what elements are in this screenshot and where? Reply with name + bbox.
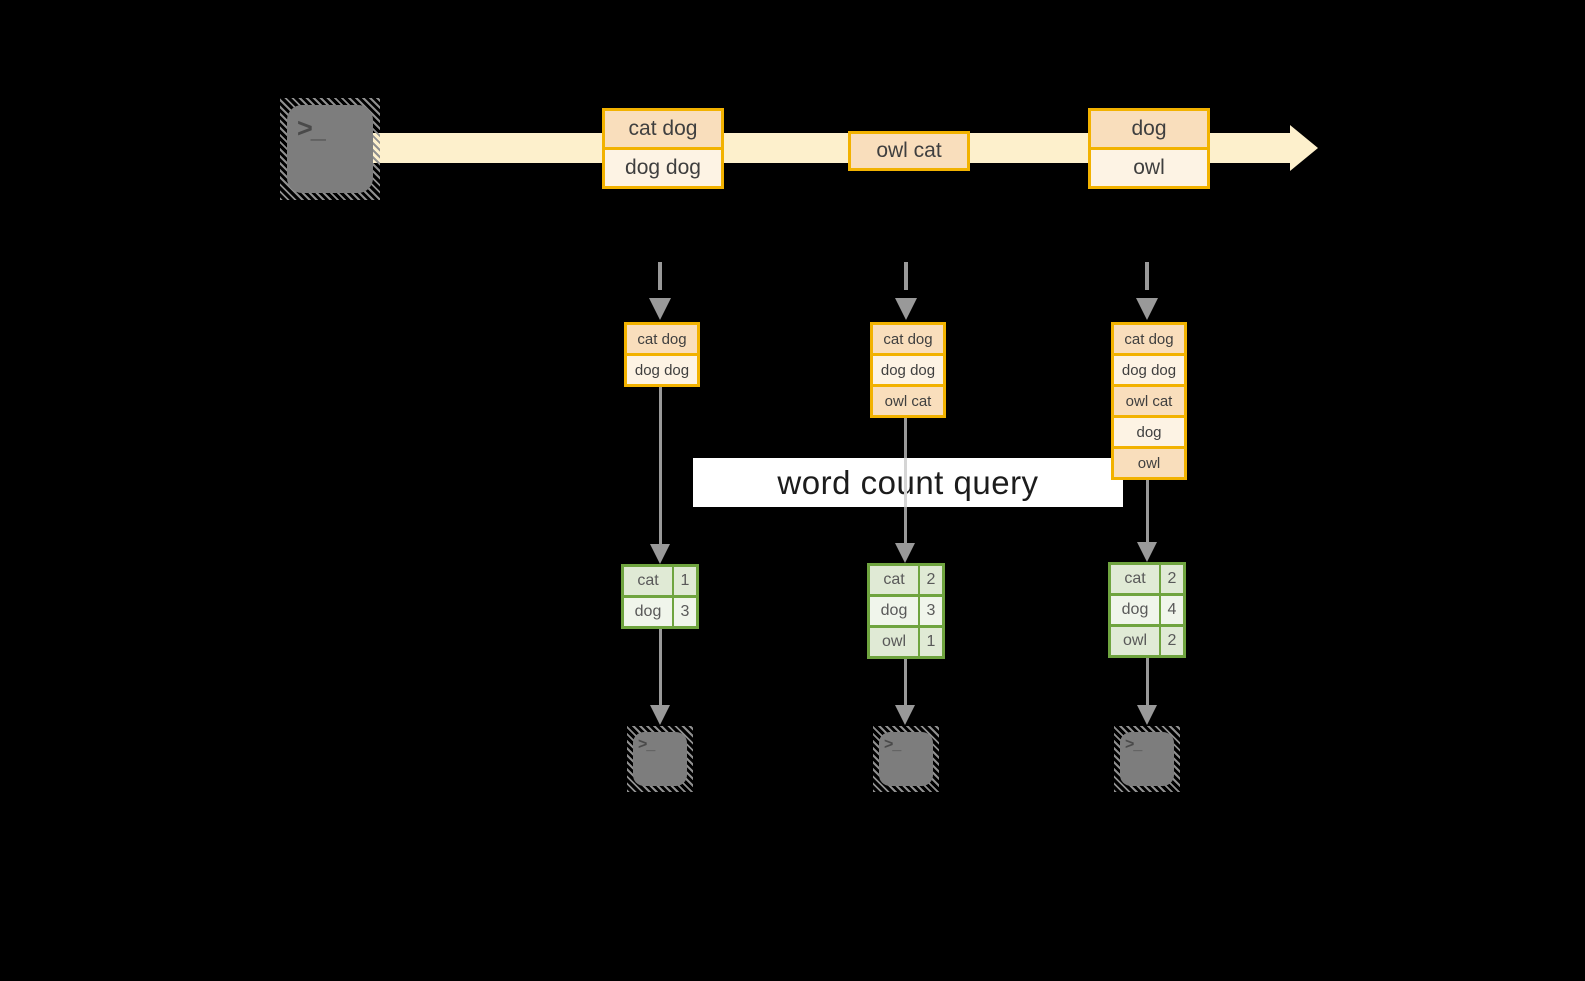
count-cell: 3 xyxy=(920,597,942,625)
word-cell: cat xyxy=(1111,565,1161,593)
table-row: cat 1 xyxy=(624,567,696,595)
message-line: owl xyxy=(1091,147,1207,186)
source-terminal-icon: >_ xyxy=(280,98,380,200)
table-row: cat 2 xyxy=(870,566,942,594)
table-row: owl 2 xyxy=(1111,624,1183,655)
prompt-icon: >_ xyxy=(1125,736,1142,753)
flow-arrowhead-1-icon xyxy=(650,544,670,564)
word-cell: dog xyxy=(1111,596,1161,624)
dashed-arrow-2 xyxy=(904,262,908,290)
count-cell: 2 xyxy=(1161,627,1183,655)
output-arrowhead-3-icon xyxy=(1137,705,1157,725)
state-row: cat dog xyxy=(627,325,697,353)
message-line: dog xyxy=(1091,111,1207,147)
flow-arrowhead-2-icon xyxy=(895,543,915,563)
word-cell: dog xyxy=(624,598,674,626)
word-cell: cat xyxy=(624,567,674,595)
output-terminal-icon-2: >_ xyxy=(873,726,939,792)
state-row: owl cat xyxy=(873,384,943,415)
dashed-arrowhead-3-icon xyxy=(1136,298,1158,320)
state-row: dog dog xyxy=(873,353,943,384)
flow-arrow-1 xyxy=(659,387,662,544)
flow-arrowhead-3-icon xyxy=(1137,542,1157,562)
state-row: cat dog xyxy=(873,325,943,353)
message-line: cat dog xyxy=(605,111,721,147)
state-row: dog dog xyxy=(627,353,697,384)
output-arrow-2 xyxy=(904,659,907,705)
count-cell: 1 xyxy=(674,567,696,595)
state-log-3: cat dog dog dog owl cat dog owl xyxy=(1111,322,1187,480)
terminal-body xyxy=(633,732,687,786)
word-cell: owl xyxy=(1111,627,1161,655)
word-cell: owl xyxy=(870,628,920,656)
count-cell: 4 xyxy=(1161,596,1183,624)
output-terminal-icon-1: >_ xyxy=(627,726,693,792)
dashed-arrowhead-1-icon xyxy=(649,298,671,320)
output-arrow-3 xyxy=(1146,658,1149,705)
word-cell: dog xyxy=(870,597,920,625)
count-cell: 1 xyxy=(920,628,942,656)
table-row: dog 3 xyxy=(624,595,696,626)
state-row: cat dog xyxy=(1114,325,1184,353)
table-row: owl 1 xyxy=(870,625,942,656)
state-row: dog xyxy=(1114,415,1184,446)
flow-arrow-3 xyxy=(1146,480,1149,542)
state-row: owl xyxy=(1114,446,1184,477)
output-arrow-1 xyxy=(659,629,662,705)
word-count-table-3: cat 2 dog 4 owl 2 xyxy=(1108,562,1186,658)
prompt-icon: >_ xyxy=(884,736,901,753)
message-line: dog dog xyxy=(605,147,721,186)
count-cell: 2 xyxy=(1161,565,1183,593)
output-arrowhead-2-icon xyxy=(895,705,915,725)
prompt-icon: >_ xyxy=(297,113,326,143)
output-arrowhead-1-icon xyxy=(650,705,670,725)
flow-arrow-2-overlay xyxy=(904,458,907,507)
state-log-1: cat dog dog dog xyxy=(624,322,700,387)
table-row: dog 4 xyxy=(1111,593,1183,624)
dashed-arrow-3 xyxy=(1145,262,1149,290)
stream-message-1: cat dog dog dog xyxy=(602,108,724,189)
state-log-2: cat dog dog dog owl cat xyxy=(870,322,946,418)
dashed-arrow-1 xyxy=(658,262,662,290)
word-count-table-1: cat 1 dog 3 xyxy=(621,564,699,629)
terminal-body xyxy=(287,105,373,193)
terminal-body xyxy=(1120,732,1174,786)
message-line: owl cat xyxy=(851,134,967,168)
state-row: dog dog xyxy=(1114,353,1184,384)
word-cell: cat xyxy=(870,566,920,594)
stream-message-2: owl cat xyxy=(848,131,970,171)
stream-message-3: dog owl xyxy=(1088,108,1210,189)
stream-arrowhead-icon xyxy=(1290,125,1318,171)
output-terminal-icon-3: >_ xyxy=(1114,726,1180,792)
word-count-query-banner: word count query xyxy=(693,458,1123,507)
count-cell: 3 xyxy=(674,598,696,626)
table-row: dog 3 xyxy=(870,594,942,625)
prompt-icon: >_ xyxy=(638,736,655,753)
word-count-table-2: cat 2 dog 3 owl 1 xyxy=(867,563,945,659)
terminal-body xyxy=(879,732,933,786)
count-cell: 2 xyxy=(920,566,942,594)
dashed-arrowhead-2-icon xyxy=(895,298,917,320)
table-row: cat 2 xyxy=(1111,565,1183,593)
state-row: owl cat xyxy=(1114,384,1184,415)
